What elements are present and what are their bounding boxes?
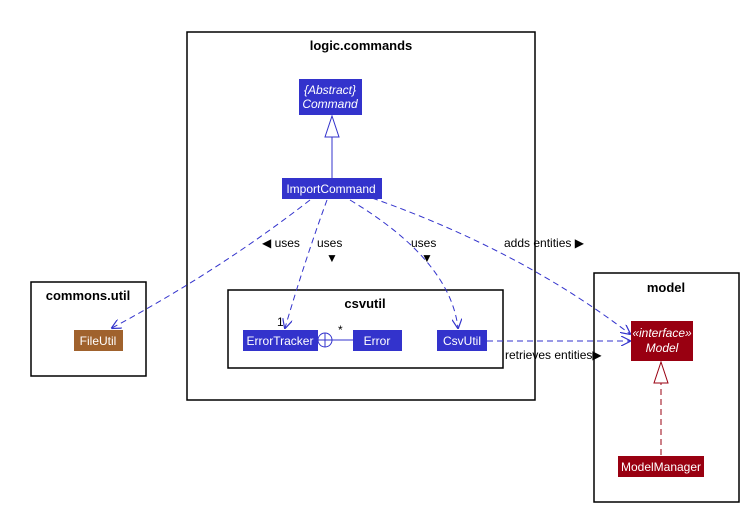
package-csvutil: csvutil [227, 289, 504, 369]
class-model-manager[interactable]: ModelManager [618, 456, 704, 477]
label-adds-entities: adds entities ▶ [504, 236, 585, 250]
class-model-name: Model [646, 341, 679, 355]
package-model-title: model [647, 280, 685, 295]
class-command-stereotype: {Abstract} [304, 83, 356, 97]
inheritance-import-to-command [324, 114, 340, 178]
class-csv-util-name: CsvUtil [443, 334, 481, 348]
class-model[interactable]: «interface» Model [631, 321, 693, 361]
label-retrieves-entities: retrieves entities▶ [505, 348, 602, 362]
package-logic-commands-title: logic.commands [310, 38, 413, 53]
class-model-manager-name: ModelManager [621, 460, 701, 474]
label-uses-csvutil-arrow: ▼ [421, 251, 433, 265]
multiplicity-one: 1 [277, 315, 284, 329]
multiplicity-many: * [338, 323, 343, 337]
class-error-tracker-name: ErrorTracker [247, 334, 314, 348]
label-uses-errortracker: uses [317, 236, 342, 250]
label-uses-errortracker-arrow: ▼ [326, 251, 338, 265]
class-error-tracker[interactable]: ErrorTracker [243, 330, 318, 351]
class-error-name: Error [364, 334, 391, 348]
class-file-util[interactable]: FileUtil [74, 330, 123, 351]
class-error[interactable]: Error [353, 330, 402, 351]
class-command-name: Command [302, 97, 358, 111]
package-commons-util-title: commons.util [46, 288, 131, 303]
dependency-import-to-errortracker [285, 199, 328, 328]
label-uses-csvutil: uses [411, 236, 436, 250]
class-model-stereotype: «interface» [632, 326, 692, 340]
class-csv-util[interactable]: CsvUtil [437, 330, 487, 351]
class-import-command-name: ImportCommand [286, 182, 375, 196]
class-command[interactable]: {Abstract} Command [299, 79, 362, 115]
package-csvutil-title: csvutil [344, 296, 385, 311]
dependency-import-to-fileutil [112, 199, 311, 328]
package-commons-util: commons.util [30, 281, 147, 377]
dependency-import-to-model [371, 197, 630, 334]
class-import-command[interactable]: ImportCommand [282, 178, 382, 199]
class-file-util-name: FileUtil [80, 334, 117, 348]
realization-modelmanager-to-model [653, 360, 669, 455]
label-uses-fileutil: ◀ uses [262, 236, 300, 250]
